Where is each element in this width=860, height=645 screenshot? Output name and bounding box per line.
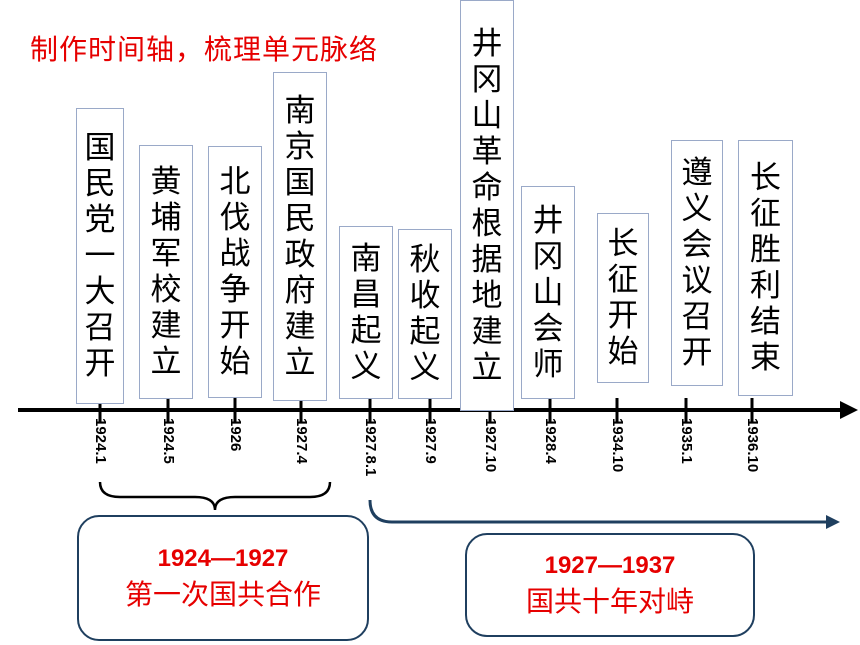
event-label: 秋收起义 — [409, 242, 441, 386]
event-date: 1927.9 — [422, 418, 439, 464]
decade-confrontation-arrowhead — [826, 515, 840, 529]
period-years: 1924—1927 — [157, 545, 289, 572]
event-label: 井冈山会师 — [532, 202, 564, 383]
event-label: 井冈山革命根据地建立 — [471, 25, 503, 386]
first-cooperation-brace — [98, 481, 332, 511]
period-name: 国共十年对峙 — [525, 585, 694, 618]
event-date: 1935.1 — [678, 418, 695, 464]
event-box: 南京国民政府建立 — [273, 72, 327, 401]
event-label: 南昌起义 — [350, 240, 382, 385]
event-date: 1928.4 — [542, 418, 559, 464]
event-box: 遵义会议召开 — [671, 140, 723, 386]
event-label: 国民党一大召开 — [84, 130, 116, 382]
event-date: 1934.10 — [609, 418, 626, 473]
event-box: 长征开始 — [597, 213, 649, 383]
event-date: 1926 — [227, 418, 244, 452]
event-label: 遵义会议召开 — [681, 155, 713, 371]
event-date: 1924.1 — [92, 418, 109, 464]
event-date: 1927.10 — [482, 418, 499, 473]
period-years: 1927—1937 — [544, 552, 676, 579]
period-name: 第一次国共合作 — [124, 578, 321, 611]
event-box: 长征胜利结束 — [738, 140, 793, 396]
event-label: 黄埔军校建立 — [150, 164, 182, 380]
timeline-arrowhead — [840, 401, 858, 419]
event-label: 长征胜利结束 — [750, 160, 781, 376]
event-box: 黄埔军校建立 — [139, 145, 193, 399]
event-box: 秋收起义 — [398, 229, 452, 399]
period-box-first-cooperation: 1924—1927 第一次国共合作 — [77, 515, 369, 641]
event-box: 井冈山会师 — [521, 186, 575, 399]
event-date: 1927.8.1 — [362, 418, 379, 477]
event-box: 北伐战争开始 — [208, 146, 262, 398]
decade-confrontation-arrow — [368, 499, 828, 524]
event-date: 1936.10 — [744, 418, 761, 473]
event-label: 北伐战争开始 — [219, 164, 251, 380]
period-box-decade-confrontation: 1927—1937 国共十年对峙 — [465, 533, 755, 637]
page-title: 制作时间轴，梳理单元脉络 — [30, 33, 379, 66]
event-label: 长征开始 — [607, 226, 639, 370]
event-date: 1924.5 — [160, 418, 177, 464]
event-label: 南京国民政府建立 — [284, 92, 316, 381]
event-box: 南昌起义 — [339, 226, 393, 399]
event-box: 国民党一大召开 — [76, 108, 124, 404]
event-date: 1927.4 — [293, 418, 310, 464]
event-box: 井冈山革命根据地建立 — [460, 0, 514, 411]
